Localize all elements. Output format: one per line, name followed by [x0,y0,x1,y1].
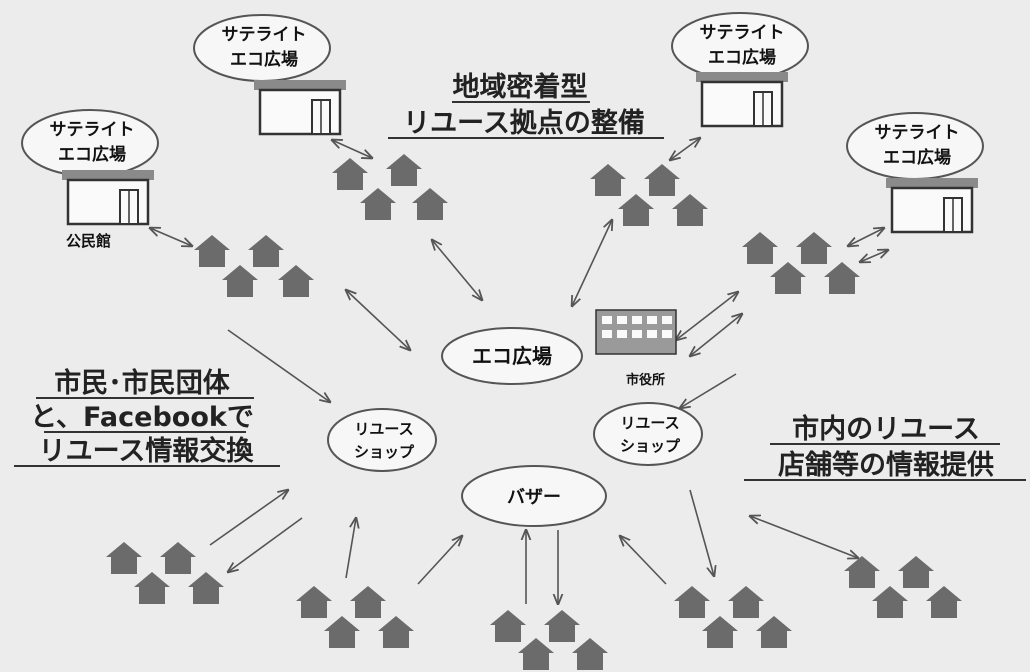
house-icon [360,188,396,220]
house-cluster-bottom-far-left [106,542,224,604]
house-icon [742,232,778,264]
left-label-line1: 市民･市民団体 [54,367,230,399]
satellite-label-line1: サテライト [50,120,135,140]
community-hall-label: 公民館 [66,232,111,250]
arrows [150,138,888,604]
left-label-block: 市民･市民団体 と、Facebookで リユース情報交換 [14,367,280,467]
house-cluster-top-right [590,164,708,226]
city-hall: 市役所 [595,309,677,388]
house-icon [278,265,314,297]
house-icon [756,616,792,648]
house-icon [544,610,580,642]
house-icon [618,194,654,226]
house-icon [898,556,934,588]
house-icon [378,616,414,648]
right-label-line2: 店舗等の情報提供 [778,449,994,481]
house-icon [728,586,764,618]
house-icon [770,262,806,294]
house-icon [332,158,368,190]
reuse-shop-left: リユース ショップ [327,408,437,472]
house-cluster-bottom-far-right [844,556,962,618]
house-icon [490,610,526,642]
bazaar: バザー [461,465,607,527]
house-cluster-bottom-left [296,586,414,648]
house-icon [796,232,832,264]
satellite-label-line1: サテライト [875,123,960,143]
house-icon [572,638,608,670]
house-icon [702,616,738,648]
house-icon [386,154,422,186]
house-icon [644,164,680,196]
title-line1: 地域密着型 [453,71,588,103]
satellite-eco-plaza-right: サテライト エコ広場 [846,112,984,234]
house-cluster-left [194,235,314,297]
house-cluster-bottom-right [674,586,792,648]
house-icon [590,164,626,196]
eco-plaza-label: エコ広場 [472,344,552,368]
satellite-label-line1: サテライト [222,25,307,45]
house-icon [872,586,908,618]
house-icon [926,586,962,618]
satellite-eco-plaza-top-right: サテライト エコ広場 [671,12,809,128]
house-icon [324,616,360,648]
satellite-label-line1: サテライト [700,23,785,43]
house-icon [248,235,284,267]
house-icon [160,542,196,574]
city-hall-building-icon [595,309,677,355]
house-cluster-bottom-center [490,610,608,670]
satellite-eco-plaza-left: サテライト エコ広場 公民館 [21,109,159,250]
left-label-line2: と、Facebookで [30,402,254,433]
title-line2: リユース拠点の整備 [403,107,645,139]
central-eco-plaza: エコ広場 [441,327,583,385]
house-icon [518,638,554,670]
house-icon [188,572,224,604]
right-label-block: 市内のリユース 店舗等の情報提供 [744,413,1026,481]
left-label-line3: リユース情報交換 [39,435,255,467]
house-cluster-top-left [332,154,448,220]
bazaar-label: バザー [507,487,561,508]
house-icon [134,572,170,604]
reuse-shop-label-line2: ショップ [354,443,415,461]
house-icon [844,556,880,588]
satellite-label-line2: エコ広場 [708,47,776,68]
house-icon [824,262,860,294]
house-icon [672,194,708,226]
reuse-shop-label-line1: リユース [620,414,679,432]
satellite-label-line2: エコ広場 [58,144,126,165]
reuse-shop-label-line1: リユース [354,420,413,438]
city-hall-label: 市役所 [626,372,665,388]
satellite-label-line2: エコ広場 [230,49,298,70]
reuse-shop-label-line2: ショップ [620,437,681,455]
house-icon [194,235,230,267]
right-label-line1: 市内のリユース [792,413,980,445]
house-icon [296,586,332,618]
satellite-eco-plaza-top-left: サテライト エコ広場 [193,14,348,136]
house-icon [674,586,710,618]
house-cluster-right [742,232,860,294]
house-icon [350,586,386,618]
house-icon [412,188,448,220]
satellite-label-line2: エコ広場 [883,147,951,168]
reuse-shop-right: リユース ショップ [593,402,703,466]
house-icon [106,542,142,574]
house-icon [222,265,258,297]
title-block: 地域密着型 リユース拠点の整備 [388,71,664,139]
